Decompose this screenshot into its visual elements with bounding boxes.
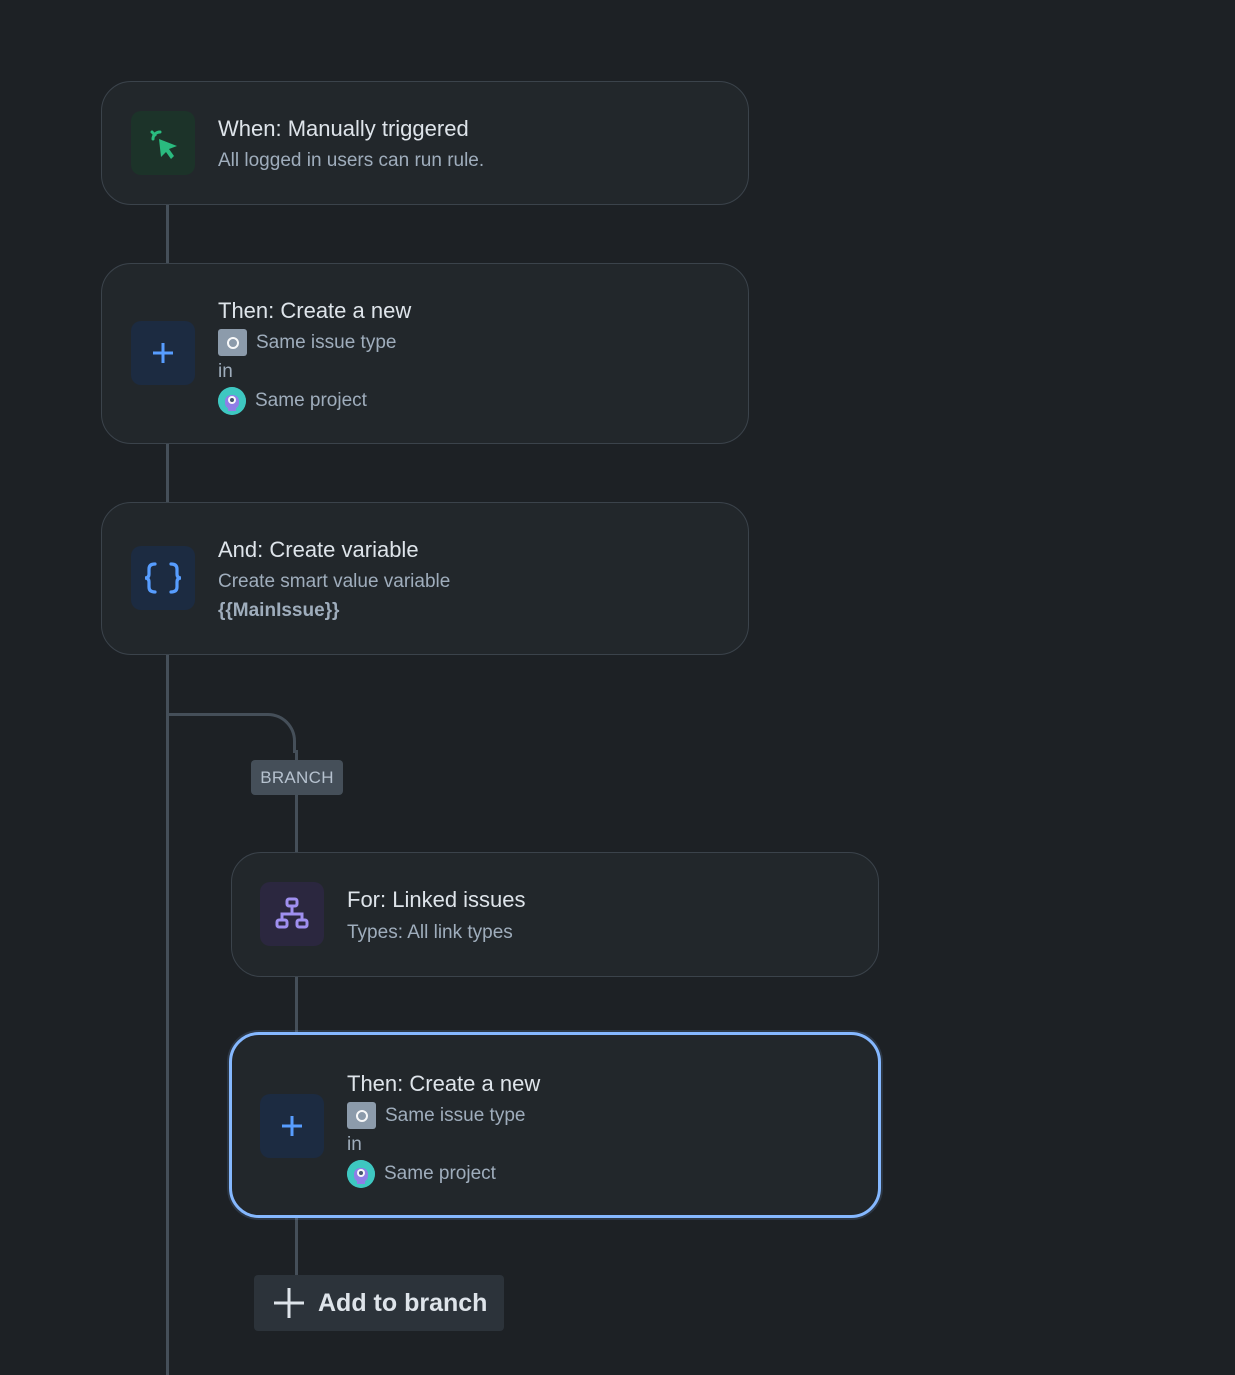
plus-icon bbox=[282, 1116, 302, 1136]
project-value: Same project bbox=[255, 390, 367, 411]
variable-icon-box bbox=[131, 546, 195, 610]
trigger-card[interactable]: When: Manually triggered All logged in u… bbox=[101, 81, 749, 205]
project-value: Same project bbox=[384, 1163, 496, 1184]
for-linked-issues-subtitle: Types: All link types bbox=[347, 922, 513, 943]
plus-icon bbox=[274, 1288, 304, 1318]
issue-type-icon bbox=[218, 329, 247, 356]
branch-icon-box bbox=[260, 882, 324, 946]
hierarchy-icon bbox=[275, 897, 309, 929]
add-to-branch-button[interactable]: Add to branch bbox=[254, 1275, 504, 1331]
issue-type-value: Same issue type bbox=[385, 1105, 526, 1126]
project-avatar-icon bbox=[347, 1159, 375, 1188]
create-icon-box bbox=[260, 1094, 324, 1158]
issue-type-icon bbox=[347, 1102, 376, 1129]
trigger-icon-box bbox=[131, 111, 195, 175]
variable-name: {{MainIssue}} bbox=[218, 600, 340, 621]
branch-connector-line bbox=[295, 750, 298, 1280]
branch-connector-curve bbox=[166, 713, 296, 753]
create-variable-subtitle: Create smart value variable bbox=[218, 571, 451, 592]
create-icon-box bbox=[131, 321, 195, 385]
project-avatar-icon bbox=[218, 386, 246, 415]
for-linked-issues-title: For: Linked issues bbox=[347, 887, 526, 912]
cursor-click-icon bbox=[150, 130, 177, 159]
in-label: in bbox=[347, 1134, 362, 1155]
create-variable-title: And: Create variable bbox=[218, 537, 419, 562]
for-linked-issues-card[interactable]: For: Linked issues Types: All link types bbox=[231, 852, 879, 977]
main-connector-line bbox=[166, 205, 169, 1375]
plus-icon bbox=[153, 343, 173, 363]
branch-label: BRANCH bbox=[251, 760, 343, 795]
trigger-subtitle: All logged in users can run rule. bbox=[218, 150, 485, 171]
issue-type-value: Same issue type bbox=[256, 332, 397, 353]
braces-icon bbox=[144, 562, 182, 594]
trigger-title: When: Manually triggered bbox=[218, 116, 469, 141]
create-issue-card[interactable]: Then: Create a new Same issue type in Sa… bbox=[101, 263, 749, 444]
in-label: in bbox=[218, 361, 233, 382]
create-variable-card[interactable]: And: Create variable Create smart value … bbox=[101, 502, 749, 655]
add-to-branch-label: Add to branch bbox=[318, 1288, 488, 1317]
branch-create-issue-card[interactable]: Then: Create a new Same issue type in Sa… bbox=[229, 1032, 881, 1218]
create-issue-title: Then: Create a new bbox=[218, 298, 412, 323]
branch-create-issue-title: Then: Create a new bbox=[347, 1071, 541, 1096]
